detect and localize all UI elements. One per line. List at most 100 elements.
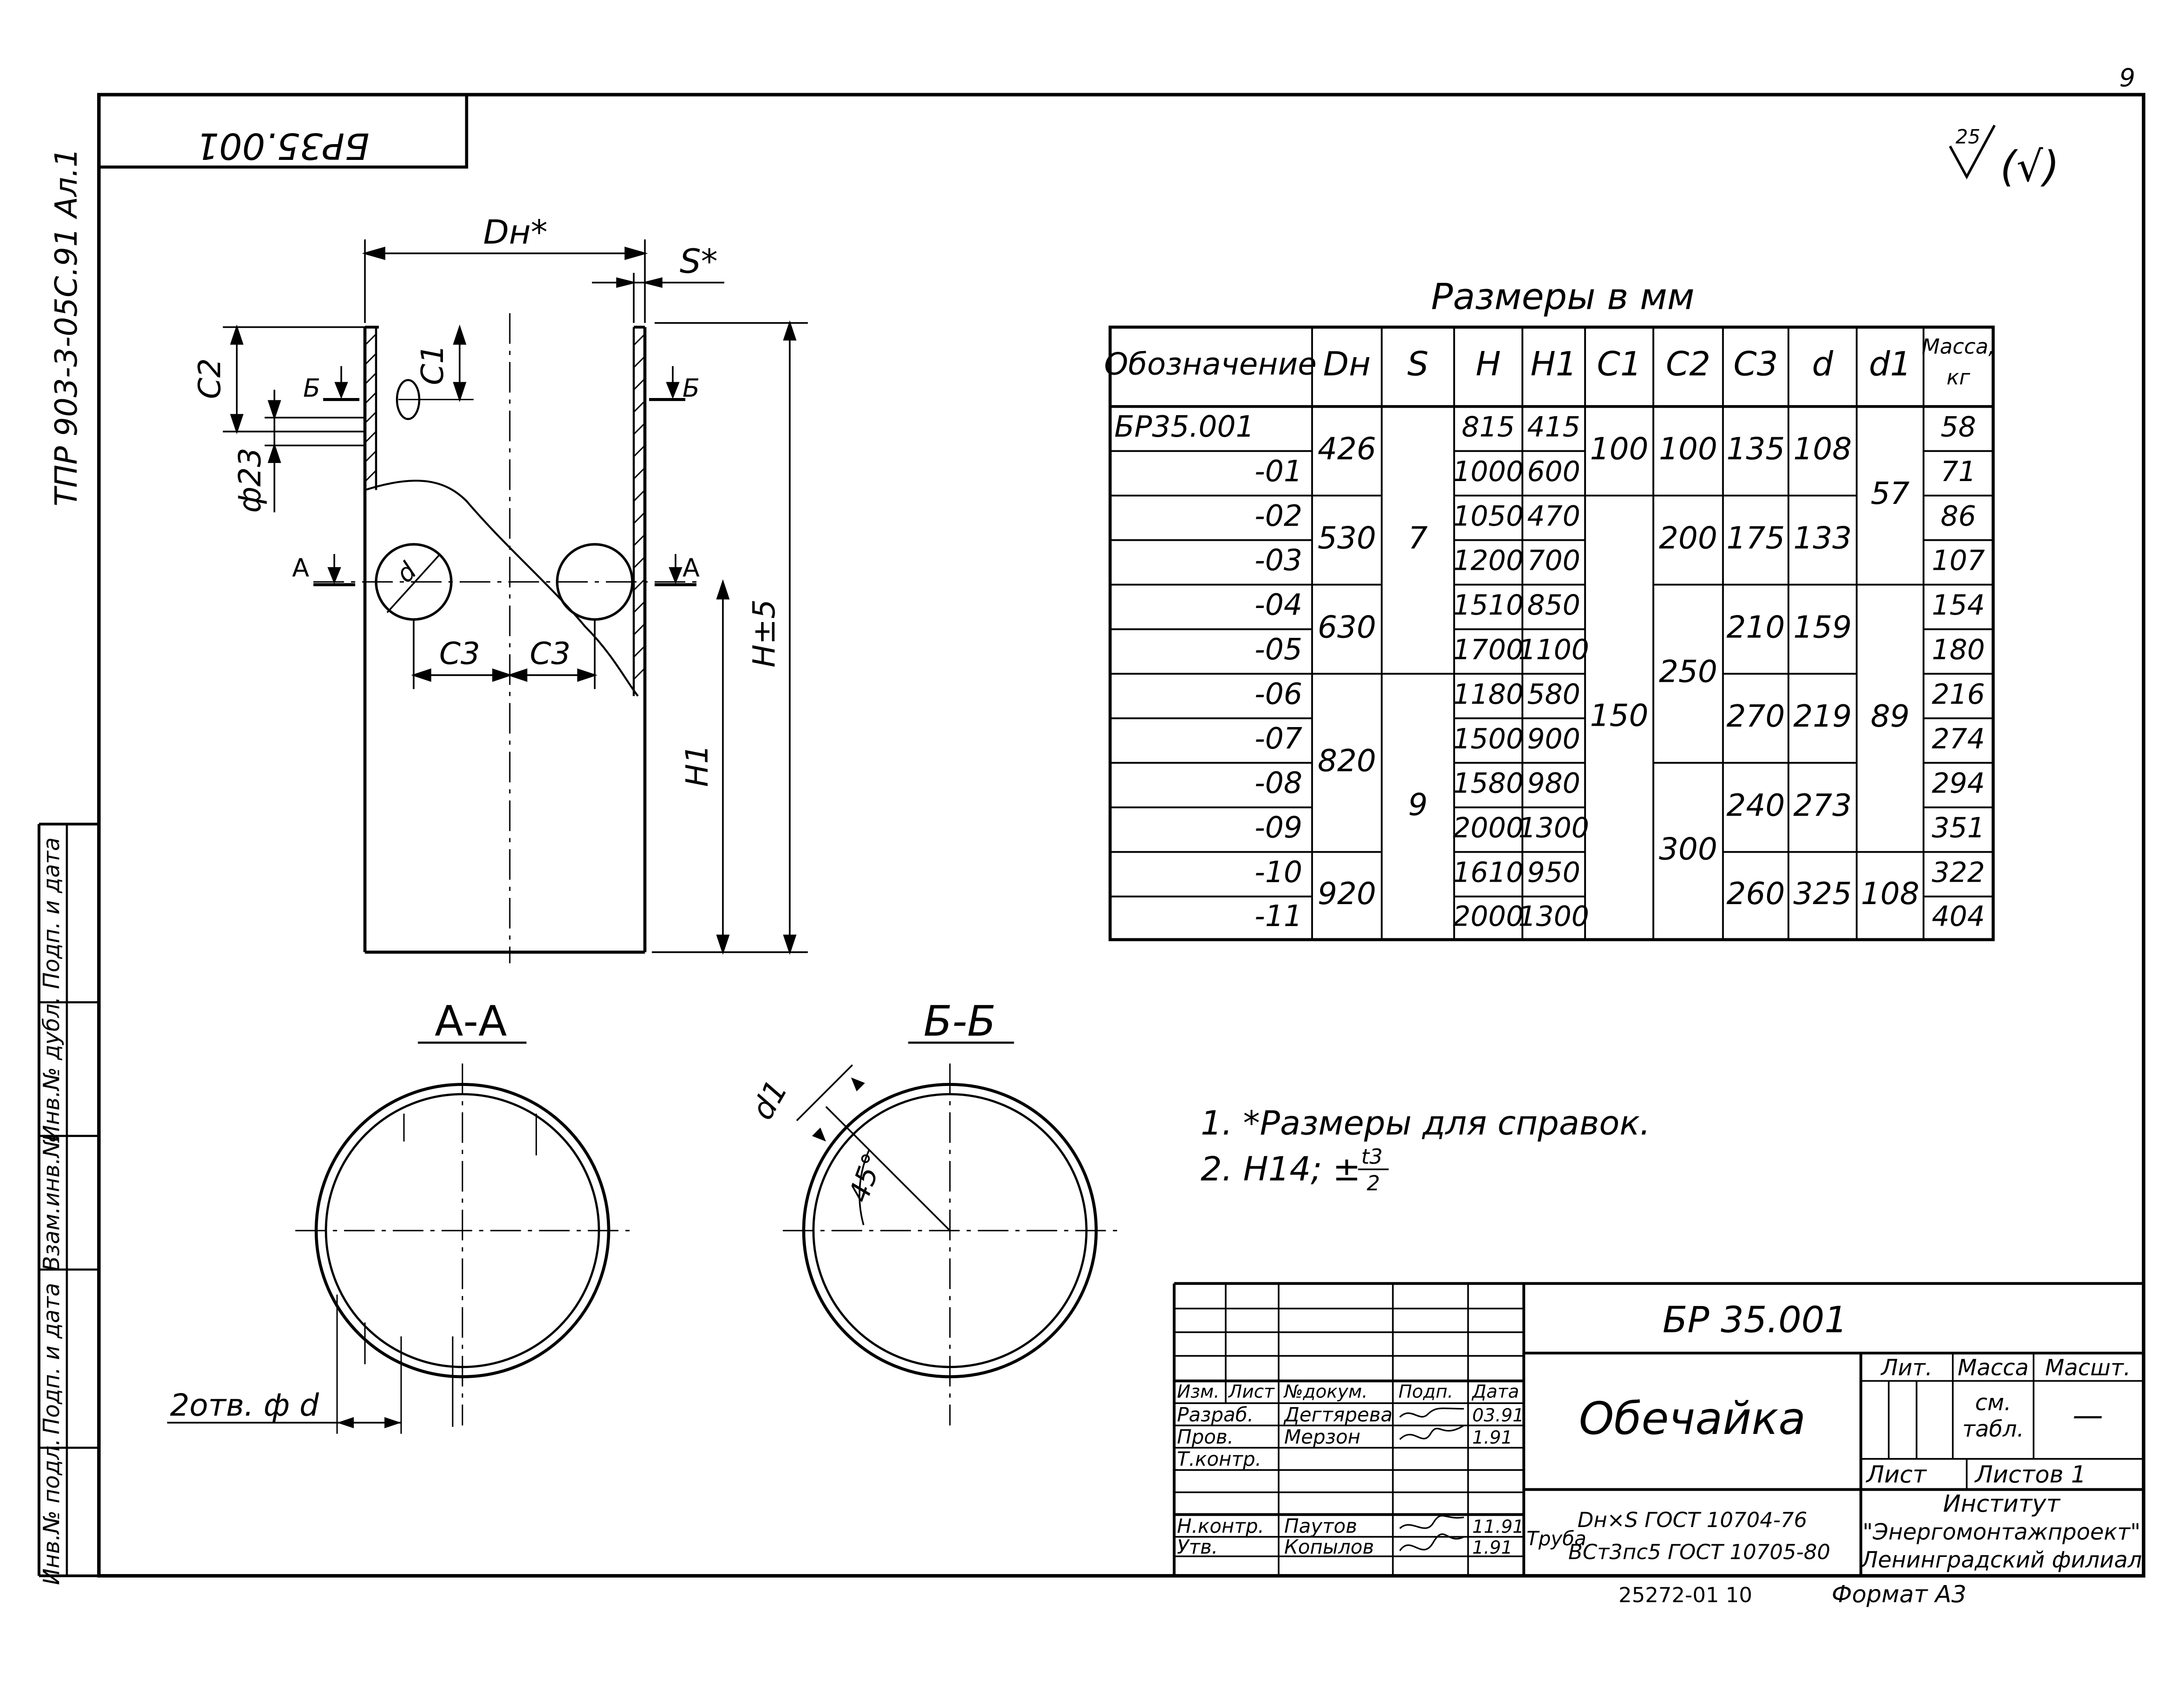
table-header: Обозначение — [1104, 346, 1317, 382]
side-stamp: Подп. и дата Инв.№ дубл. Взам.инв.№ Подп… — [37, 822, 99, 1585]
table-value-h1: 1300 — [1518, 900, 1589, 932]
table-value-h1: 415 — [1527, 411, 1580, 443]
table-header: H1 — [1531, 344, 1577, 383]
tb-name: Копылов — [1284, 1536, 1374, 1558]
label-c1: C1 — [415, 344, 450, 385]
roughness-sign: 25 (√) — [1948, 124, 2060, 191]
table-value-mass: 404 — [1932, 900, 1985, 932]
table-value-dn: 820 — [1317, 743, 1376, 779]
table-value-h: 1180 — [1453, 678, 1524, 710]
front-view: d — [313, 313, 697, 963]
table-value-c2: 300 — [1659, 832, 1717, 867]
top-stamp: БР35.001 — [196, 125, 369, 166]
table-designation: -01 — [1255, 454, 1302, 488]
table-caption: Размеры в мм — [1431, 276, 1694, 318]
scale-label: Масшт. — [2045, 1355, 2131, 1381]
tb-name: Мерзон — [1284, 1426, 1360, 1448]
table-value-d1: 108 — [1861, 876, 1919, 912]
table-value-d: 159 — [1793, 609, 1852, 645]
table-value-h: 1000 — [1453, 455, 1524, 488]
table-designation: -05 — [1255, 632, 1302, 666]
table-designation: -08 — [1255, 766, 1302, 800]
table-designation: -03 — [1255, 543, 1302, 577]
tb-header: Дата — [1471, 1381, 1519, 1402]
label-h1: H1 — [679, 744, 715, 787]
org-line: Институт — [1943, 1490, 2061, 1517]
table-value-dn: 426 — [1317, 431, 1376, 467]
table-designation: -11 — [1255, 899, 1302, 933]
table-value-d1: 57 — [1871, 476, 1910, 511]
side-stamp-label: Инв.№ подл. — [38, 1438, 64, 1585]
table-value-dn: 630 — [1317, 609, 1376, 645]
table-value-h1: 950 — [1527, 856, 1580, 889]
table-value-mass: 216 — [1932, 678, 1985, 710]
table-value-c3: 240 — [1727, 788, 1785, 823]
label-c3: C3 — [439, 636, 480, 671]
table-value-d: 133 — [1793, 521, 1852, 556]
label-d23: ф23 — [232, 448, 268, 513]
table-value-h1: 1100 — [1518, 633, 1589, 666]
table-value-c2: 100 — [1659, 431, 1717, 467]
table-header: Масса, — [1922, 335, 1995, 359]
material-pipe: Труба — [1527, 1527, 1586, 1550]
tb-role: Разраб. — [1177, 1404, 1253, 1426]
tb-date: 11.91 — [1472, 1516, 1524, 1537]
mass-label: Масса — [1958, 1355, 2029, 1381]
tb-date: 1.91 — [1472, 1427, 1513, 1448]
cut-label: A — [682, 554, 700, 583]
front-dimensions — [223, 239, 808, 955]
mass-value: см. — [1975, 1390, 2011, 1415]
table-value-c1: 150 — [1590, 698, 1648, 734]
signature-marks — [1399, 1408, 1465, 1551]
part-name: Обечайка — [1579, 1393, 1806, 1444]
table-value-c3: 210 — [1727, 609, 1785, 645]
tb-header: Изм. — [1177, 1381, 1219, 1402]
tb-name: Паутов — [1284, 1515, 1357, 1538]
table-value-mass: 107 — [1932, 544, 1985, 577]
table-value-h: 2000 — [1453, 900, 1524, 932]
table-value-s: 7 — [1408, 521, 1428, 556]
table-value-h1: 900 — [1527, 722, 1580, 755]
table-value-h: 1050 — [1453, 499, 1524, 532]
table-value-c3: 270 — [1727, 699, 1785, 734]
note-1: 1. *Размеры для справок. — [1201, 1104, 1650, 1143]
cut-label: Б — [682, 374, 700, 403]
roughness-value: 25 — [1955, 126, 1980, 148]
table-value-mass: 71 — [1941, 455, 1976, 488]
section-bb-title: Б-Б — [923, 998, 996, 1046]
table-value-h: 1610 — [1453, 856, 1524, 889]
tb-role: Т.контр. — [1177, 1448, 1261, 1471]
scale-value: — — [2072, 1397, 2103, 1433]
table-value-h: 1510 — [1453, 589, 1524, 621]
table-value-h1: 600 — [1527, 455, 1580, 488]
table-value-d: 108 — [1793, 431, 1852, 467]
tb-role: Н.контр. — [1177, 1515, 1264, 1538]
tb-header: Лист — [1228, 1381, 1275, 1402]
section-bb: Б-Б d1 45° — [744, 998, 1117, 1426]
table-header: Dн — [1323, 344, 1371, 383]
table-value-c3: 260 — [1727, 876, 1785, 912]
table-designation: -09 — [1255, 811, 1302, 845]
table-value-h: 2000 — [1453, 811, 1524, 844]
table-value-mass: 274 — [1932, 722, 1985, 755]
table-value-mass: 86 — [1941, 499, 1976, 532]
table-value-h1: 850 — [1527, 589, 1580, 621]
table-value-mass: 351 — [1932, 811, 1985, 844]
material-line: ВСт3пс5 ГОСТ 10705-80 — [1568, 1540, 1830, 1564]
table-header: d1 — [1869, 344, 1912, 383]
note-2-num: t3 — [1361, 1145, 1383, 1169]
table-header: C3 — [1734, 344, 1778, 383]
org-line: Ленинградский филиал — [1860, 1547, 2142, 1573]
tb-date: 1.91 — [1472, 1537, 1513, 1558]
table-value-h1: 1300 — [1518, 811, 1589, 844]
roughness-suffix: (√) — [2000, 143, 2060, 191]
table-designation: -10 — [1255, 855, 1302, 889]
label-c2: C2 — [192, 358, 228, 399]
table-designation: -07 — [1255, 721, 1302, 756]
table-value-dn: 920 — [1317, 876, 1376, 912]
table-value-h: 815 — [1462, 411, 1515, 443]
table-header: кг — [1947, 366, 1971, 390]
table-header: C1 — [1597, 344, 1641, 383]
